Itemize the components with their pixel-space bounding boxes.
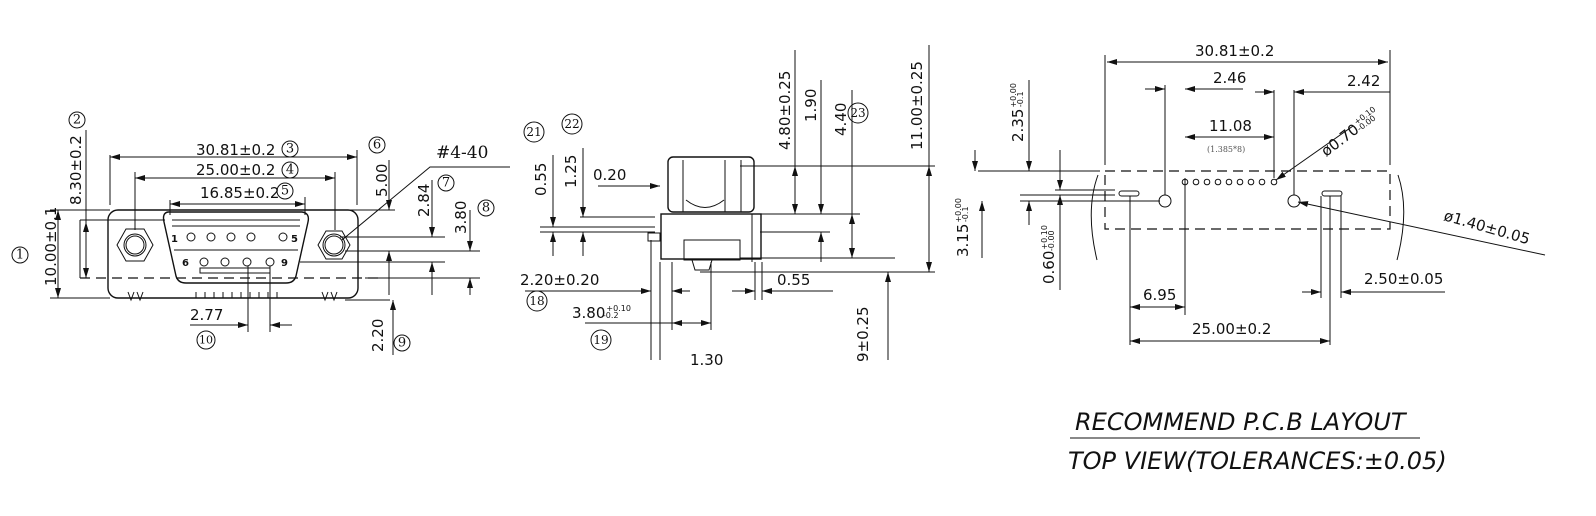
callout-4: 4 (281, 161, 299, 179)
svg-text:10: 10 (199, 334, 213, 347)
dim-1-90: 1.90 (802, 89, 820, 122)
callout-6: 6 (368, 136, 386, 154)
pin-label-1: 1 (171, 234, 178, 245)
callout-5: 5 (276, 182, 294, 200)
slot-right (1321, 190, 1343, 197)
nut-body (667, 156, 755, 213)
pins-row-1 (186, 232, 288, 242)
svg-text:7: 7 (442, 176, 450, 191)
dim-0-55-b: 0.55 (777, 271, 810, 289)
dim-mount-pitch: 25.00±0.2 (196, 161, 275, 179)
pcb-layout: 30.81±0.2 2.46 2.42 11.08 (1.385*8) ø0.7… (954, 42, 1546, 475)
svg-text:1: 1 (16, 248, 24, 263)
dim-0-60: 0.60+0.10-0.00 (1040, 225, 1058, 284)
callout-9: 9 (393, 334, 411, 352)
dim-pcb-overall-width: 30.81±0.2 (1195, 42, 1274, 60)
dim-2-42: 2.42 (1347, 72, 1380, 90)
dim-slot-width: 2.50±0.05 (1364, 270, 1443, 288)
dim-4-80: 4.80±0.25 (776, 71, 794, 150)
dim-3-80: 3.80+0.10-0.2 (572, 304, 631, 322)
dim-overall-width: 30.81±0.2 (196, 141, 275, 159)
svg-text:3: 3 (286, 142, 294, 157)
side-view: 4.80±0.25 1.90 4.40 11.00±0.25 0.55 1.25… (520, 45, 935, 369)
mount-hole-right (1287, 194, 1301, 208)
dim-11-08: 11.08 (1209, 117, 1252, 135)
dim-3-80: 3.80 (452, 201, 470, 234)
dim-0-20: 0.20 (593, 166, 626, 184)
callout-8: 8 (477, 199, 495, 217)
dim-2-46: 2.46 (1213, 69, 1246, 87)
thread-spec: #4-40 (436, 143, 488, 163)
dim-2-20: 2.20±0.20 (520, 271, 599, 289)
dim-hole-small: ø0.70+0.10-0.00 (1318, 105, 1383, 160)
callout-3: 3 (281, 140, 299, 158)
pin-label-9: 9 (281, 258, 288, 269)
footprint-outline (1104, 170, 1391, 230)
svg-text:6: 6 (373, 138, 381, 153)
dim-pin-length: 2.20 (369, 319, 387, 352)
callout-7: 7 (437, 174, 455, 192)
layout-subtitle: TOP VIEW(TOLERANCES:±0.05) (1068, 447, 1447, 475)
dim-0-55-a: 0.55 (532, 163, 550, 196)
dim-pin-pitch: 2.77 (190, 306, 223, 324)
svg-text:4: 4 (286, 163, 294, 178)
callout-2: 2 (68, 111, 86, 129)
dim-6-95: 6.95 (1143, 286, 1176, 304)
svg-text:21: 21 (526, 125, 541, 139)
svg-text:5: 5 (281, 184, 289, 199)
pins-row-2 (199, 257, 275, 267)
hex-nut-left (116, 228, 154, 262)
dim-shell-height: 8.30±0.2 (67, 135, 85, 205)
layout-title: RECOMMEND P.C.B LAYOUT (1075, 408, 1408, 436)
signal-holes (1181, 178, 1278, 186)
callout-18: 18 (526, 290, 548, 312)
svg-text:18: 18 (529, 294, 544, 308)
callout-10: 10 (196, 330, 216, 350)
dim-3-15: 3.15+0.00-0.1 (954, 198, 972, 257)
svg-text:22: 22 (564, 117, 579, 131)
dim-hole-large: ø1.40±0.05 (1442, 207, 1532, 249)
callout-22: 22 (561, 113, 583, 135)
dim-shell-width: 16.85±0.2 (200, 184, 279, 202)
svg-text:8: 8 (482, 201, 490, 216)
callout-23: 23 (847, 102, 869, 124)
connector-body (660, 213, 762, 260)
board-lock (683, 239, 741, 261)
dim-11-08-note: (1.385*8) (1207, 145, 1245, 154)
svg-text:19: 19 (593, 333, 608, 347)
dim-1-30: 1.30 (690, 351, 723, 369)
dim-1-25: 1.25 (562, 155, 580, 188)
front-view: 1 5 6 9 30.81±0.2 25.00±0.2 16.85±0.2 10… (11, 111, 510, 355)
shell-bar (199, 267, 271, 274)
pin-label-5: 5 (291, 234, 298, 245)
dim-height: 10.00±0.1 (42, 207, 60, 286)
connector-flange (107, 209, 359, 299)
dim-pcb-mount-pitch: 25.00±0.2 (1192, 320, 1271, 338)
svg-text:2: 2 (73, 113, 81, 128)
dim-5-00: 5.00 (373, 164, 391, 197)
callout-1: 1 (11, 246, 29, 264)
svg-text:9: 9 (398, 336, 406, 351)
d-shell (162, 211, 310, 284)
callout-19: 19 (590, 329, 612, 351)
dim-2-84: 2.84 (415, 184, 433, 217)
mount-hole-left (1158, 194, 1172, 208)
dim-4-40: 4.40 (832, 103, 850, 136)
slot-left (1118, 190, 1140, 197)
dim-11-00: 11.00±0.25 (908, 61, 926, 150)
callout-21: 21 (523, 121, 545, 143)
dim-partial: 9±0.25 (854, 306, 872, 362)
pin-label-6: 6 (182, 258, 189, 269)
svg-text:23: 23 (850, 106, 865, 120)
hex-nut-right (317, 230, 351, 260)
dim-2-35: 2.35+0.00-0.1 (1009, 83, 1027, 142)
